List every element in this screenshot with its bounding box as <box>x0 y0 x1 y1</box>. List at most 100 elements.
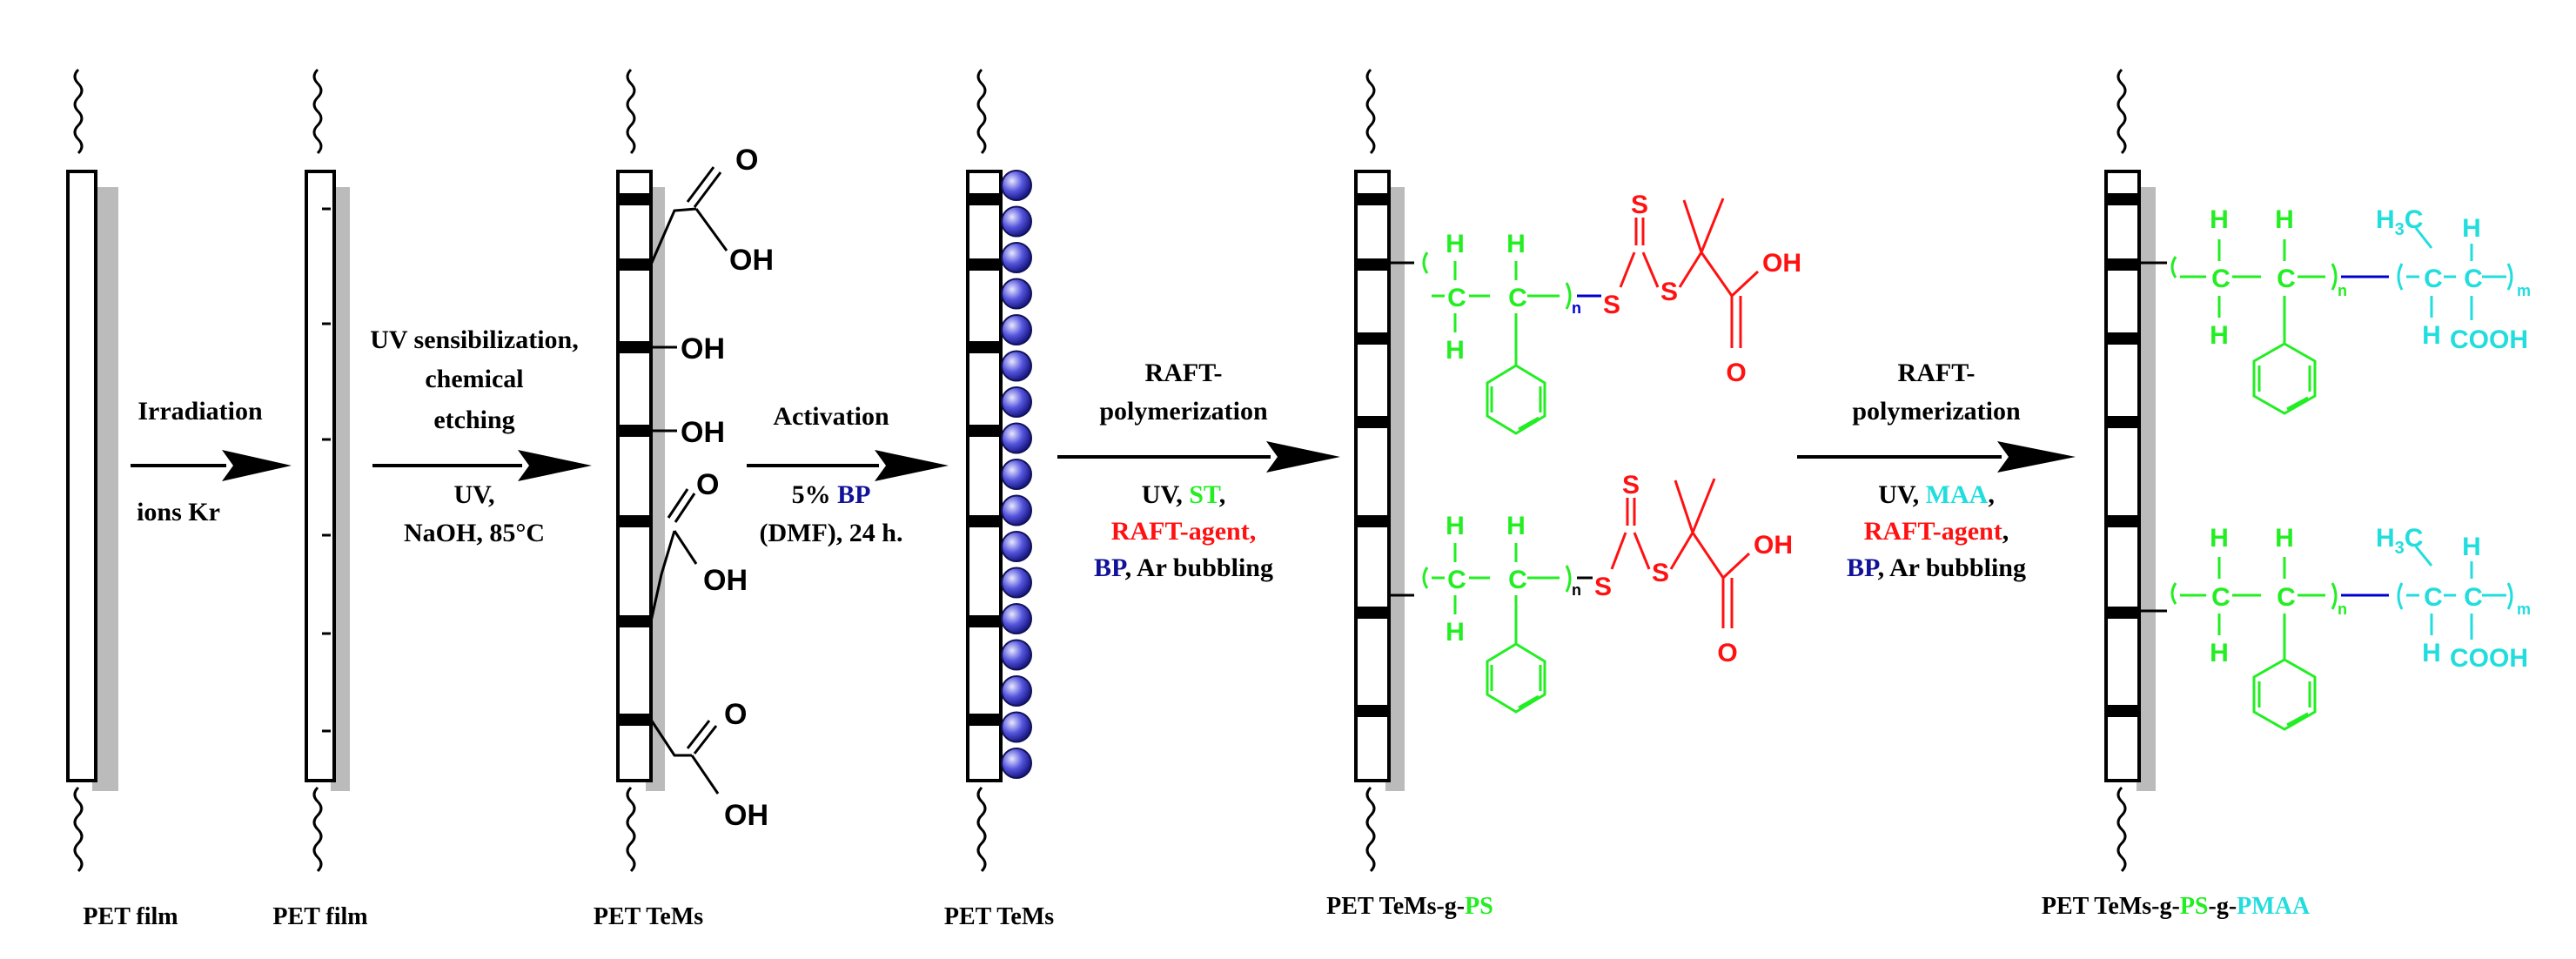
pmaa-b-h3c: H3C <box>2376 524 2423 558</box>
step-4-arrow: RAFT- polymerization UV, ST, RAFT-agent,… <box>1057 359 1340 582</box>
pmaa-b-m: m <box>2517 600 2531 618</box>
film-4-label: PET TeMs <box>944 903 1054 930</box>
film-3-oh-4: OH <box>703 564 748 597</box>
bp-bead <box>1001 278 1032 310</box>
step-5-below-line-1: UV, MAA, <box>1878 480 1995 509</box>
raft-b-oh: OH <box>1754 531 1793 560</box>
film-2-label: PET film <box>272 903 367 930</box>
bp-bead <box>1001 350 1032 382</box>
pmaa-b-h-2: H <box>2422 639 2441 667</box>
pmaa-b-ps-h-1: H <box>2210 524 2229 553</box>
step-2-above-line-1: UV sensibilization, <box>370 325 579 354</box>
pmaa-ps-c-2: C <box>2277 265 2296 293</box>
bp-bead <box>1001 170 1032 201</box>
bp-bead <box>1001 639 1032 671</box>
pmaa-c-2: C <box>2464 265 2483 293</box>
step-2-below-line-1: UV, <box>454 480 495 509</box>
film-3-oh-2: OH <box>681 332 725 365</box>
film-3-pet-tems-functionalized: O OH OH OH O OH O OH PET TeMs <box>594 68 774 930</box>
step-1-below-line-1: ions Kr <box>137 498 220 526</box>
raft-oh: OH <box>1762 249 1801 278</box>
raft-b-s-1: S <box>1594 573 1612 601</box>
ps-pmaa-chain-top: H H C C H n H3C H C C H m COOH <box>2139 205 2531 415</box>
film-1-label: PET film <box>83 903 178 930</box>
pmaa-h3c: H3C <box>2376 205 2423 239</box>
bp-bead <box>1001 748 1032 779</box>
step-5-below-line-2: RAFT-agent, <box>1864 517 2009 546</box>
film-1-pet-film: PET film <box>66 68 178 930</box>
bp-bead <box>1001 567 1032 599</box>
ps-h-2: H <box>1506 230 1526 258</box>
step-2-arrow: UV sensibilization, chemical etching UV,… <box>370 325 592 547</box>
bp-bead <box>1001 494 1032 526</box>
step-5-above-line-1: RAFT- <box>1898 359 1976 387</box>
ps-b-c-2: C <box>1508 566 1527 594</box>
step-3-above-line-1: Activation <box>773 402 889 431</box>
step-4-below-line-1: UV, ST, <box>1142 480 1225 509</box>
step-5-below-line-3: BP, Ar bubbling <box>1847 553 2026 582</box>
film-2-pet-film-tracks: PET film <box>272 68 368 930</box>
step-4-below-line-3: BP, Ar bubbling <box>1094 553 1273 582</box>
step-2-above-line-3: etching <box>433 406 514 434</box>
raft-s-1: S <box>1603 291 1620 319</box>
pmaa-ps-h-3: H <box>2210 321 2229 350</box>
film-3-label: PET TeMs <box>594 903 703 930</box>
ps-c-1: C <box>1447 284 1466 312</box>
ps-raft-chain-bottom: H H C C H n S S S OH O <box>1389 471 1793 714</box>
ps-h-3: H <box>1446 336 1465 365</box>
film-3-oh-3: OH <box>681 416 725 449</box>
pmaa-b-h-1: H <box>2462 533 2481 561</box>
ps-h-1: H <box>1446 230 1465 258</box>
ps-n: n <box>1572 299 1581 317</box>
ps-b-h-1: H <box>1446 512 1465 540</box>
bp-bead <box>1001 531 1032 562</box>
film-6-pet-tems-g-ps-g-pmaa: PET TeMs-g-PS-g-PMAA <box>2042 68 2311 920</box>
ps-b-c-1: C <box>1447 566 1466 594</box>
step-4-above-line-1: RAFT- <box>1145 359 1223 387</box>
film-3-oh-1: OH <box>729 244 774 277</box>
step-4-below-line-2: RAFT-agent, <box>1111 517 1256 546</box>
step-1-above-line-1: Irradiation <box>138 397 263 426</box>
bp-bead <box>1001 422 1032 454</box>
pmaa-ps-n: n <box>2338 282 2347 299</box>
bp-beads <box>1001 170 1032 779</box>
raft-b-s-3: S <box>1652 559 1669 587</box>
bp-bead <box>1001 711 1032 743</box>
pmaa-b-ps-c-1: C <box>2211 583 2231 612</box>
film-4-pet-tems-bp: PET TeMs <box>944 68 1054 930</box>
pmaa-h-2: H <box>2422 321 2441 350</box>
step-2-below-line-2: NaOH, 85°C <box>404 519 545 547</box>
raft-s-2: S <box>1631 191 1648 219</box>
ps-c-2: C <box>1508 284 1527 312</box>
pmaa-b-c-2: C <box>2464 583 2483 612</box>
film-5-label: PET TeMs-g-PS <box>1326 893 1493 920</box>
bp-bead <box>1001 242 1032 273</box>
film-3-oh-5: OH <box>724 799 768 832</box>
pmaa-b-ps-h-3: H <box>2210 639 2229 667</box>
raft-b-s-2: S <box>1622 471 1640 500</box>
ps-b-h-2: H <box>1506 512 1526 540</box>
film-6-label: PET TeMs-g-PS-g-PMAA <box>2042 893 2311 920</box>
raft-o: O <box>1726 359 1746 387</box>
bp-bead <box>1001 459 1032 490</box>
film-5-pet-tems-g-ps: PET TeMs-g-PS <box>1326 68 1493 920</box>
step-3-below-line-1: 5% BP <box>792 480 871 509</box>
film-3-o-1: O <box>735 144 758 177</box>
step-5-arrow: RAFT- polymerization UV, MAA, RAFT-agent… <box>1797 359 2076 582</box>
pmaa-b-c-1: C <box>2424 583 2443 612</box>
raft-s-3: S <box>1660 278 1678 306</box>
step-4-above-line-2: polymerization <box>1099 397 1268 426</box>
raft-b-o: O <box>1717 639 1737 667</box>
pmaa-ps-h-2: H <box>2275 205 2294 234</box>
pmaa-b-ps-c-2: C <box>2277 583 2296 612</box>
pmaa-b-ps-h-2: H <box>2275 524 2294 553</box>
bp-bead <box>1001 205 1032 238</box>
ps-pmaa-chain-bottom: H H C C H n H3C H C C H m COOH <box>2139 524 2531 731</box>
film-3-o-3: O <box>724 698 747 731</box>
pmaa-c-1: C <box>2424 265 2443 293</box>
step-5-above-line-2: polymerization <box>1852 397 2021 426</box>
pmaa-h-1: H <box>2462 214 2481 243</box>
step-3-arrow: Activation 5% BP (DMF), 24 h. <box>747 402 949 547</box>
bp-bead <box>1001 675 1032 707</box>
